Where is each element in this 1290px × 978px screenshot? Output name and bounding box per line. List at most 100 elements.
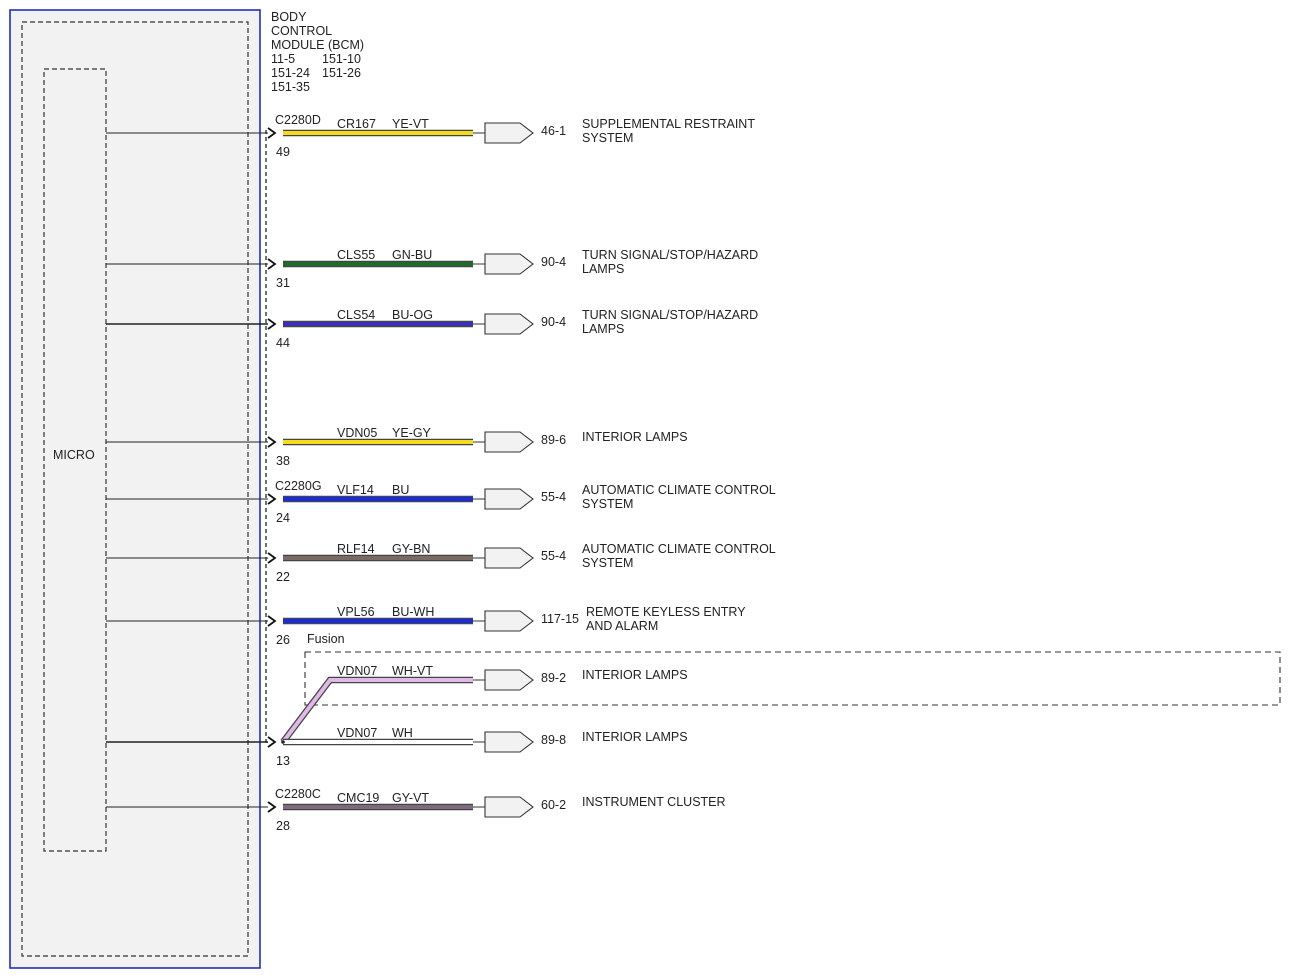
destination-arrow-shape[interactable] xyxy=(484,669,534,691)
circuit-code: CLS55 xyxy=(337,248,375,262)
micro-box[interactable] xyxy=(43,68,107,852)
pin-number: 13 xyxy=(276,754,290,768)
module-ref: 151-24 xyxy=(271,66,310,80)
destination-label: SYSTEM xyxy=(582,131,633,145)
destination-label: SYSTEM xyxy=(582,556,633,570)
wire-color-code: YE-GY xyxy=(392,426,432,440)
destination-ref: 46-1 xyxy=(541,124,566,138)
destination-ref: 89-8 xyxy=(541,733,566,747)
wire-band-outline xyxy=(280,676,473,744)
module-ref: 11-5 xyxy=(271,52,296,66)
destination-label: INTERIOR LAMPS xyxy=(582,730,688,744)
destination-arrow-shape[interactable] xyxy=(484,610,534,632)
circuit-rlf14-gy-bn[interactable]: 22 RLF14 GY-BN 55-4 AUTOMATIC CLIMATE CONTRO… xyxy=(106,542,776,584)
destination-arrow-shape[interactable] xyxy=(484,731,534,753)
option-dashed-box xyxy=(304,651,1281,706)
pin-number: 49 xyxy=(276,145,290,159)
circuit-code: VDN07 xyxy=(337,726,377,740)
destination-label: INTERIOR LAMPS xyxy=(582,668,688,682)
circuit-cls55-gn-bu[interactable]: 31 CLS55 GN-BU 90-4 TURN SIGNAL/STOP/HAZARDL… xyxy=(106,248,758,290)
wire-color-code: BU xyxy=(392,483,409,497)
connector-pin-chevron xyxy=(267,127,277,139)
circuit-code: VLF14 xyxy=(337,483,374,497)
destination-ref: 55-4 xyxy=(541,549,566,563)
module-title-line: CONTROL xyxy=(271,24,333,38)
wire-color-code: WH xyxy=(392,726,413,740)
connector-pin-chevron xyxy=(267,493,277,505)
destination-ref: 60-2 xyxy=(541,798,566,812)
destination-label: LAMPS xyxy=(582,322,624,336)
wire-color-code: WH-VT xyxy=(392,664,433,678)
module-ref: 151-35 xyxy=(271,80,310,94)
destination-arrow-shape[interactable] xyxy=(484,253,534,275)
circuit-code: VDN05 xyxy=(337,426,377,440)
destination-arrow-shape[interactable] xyxy=(484,547,534,569)
wire-color-code: GY-VT xyxy=(392,791,429,805)
pin-number: 31 xyxy=(276,276,290,290)
destination-arrow-shape[interactable] xyxy=(484,313,534,335)
circuit-code: VDN07 xyxy=(337,664,377,678)
destination-label: INSTRUMENT CLUSTER xyxy=(582,795,726,809)
circuit-code: VPL56 xyxy=(337,605,375,619)
destination-arrow-shape[interactable] xyxy=(484,796,534,818)
connector-pin-chevron xyxy=(267,318,277,330)
connector-pin-chevron xyxy=(267,436,277,448)
module-title-line: MODULE (BCM) xyxy=(271,38,365,52)
wire-color-code: YE-VT xyxy=(392,117,429,131)
destination-arrow-shape[interactable] xyxy=(484,431,534,453)
bcm-inner-dashed-box xyxy=(21,21,249,957)
destination-label: SUPPLEMENTAL RESTRAINT xyxy=(582,117,755,131)
destination-label: TURN SIGNAL/STOP/HAZARD xyxy=(582,308,758,322)
micro-label: MICRO xyxy=(53,448,95,462)
connector-pin-chevron xyxy=(267,615,277,627)
wire-color-code: BU-WH xyxy=(392,605,434,619)
destination-label: AND ALARM xyxy=(586,619,658,633)
destination-label: AUTOMATIC CLIMATE CONTROL xyxy=(582,483,776,497)
destination-label: LAMPS xyxy=(582,262,624,276)
pin-number: 26 xyxy=(276,633,290,647)
pin-number: 22 xyxy=(276,570,290,584)
wire-color-code: BU-OG xyxy=(392,308,433,322)
wire-color-code: GN-BU xyxy=(392,248,432,262)
module-title-line: BODY xyxy=(271,10,307,24)
wire-band xyxy=(281,678,473,744)
connector-id: C2280C xyxy=(275,787,321,801)
destination-ref: 117-15 xyxy=(541,612,579,626)
destination-label: REMOTE KEYLESS ENTRY xyxy=(586,605,746,619)
circuit-code: CR167 xyxy=(337,117,376,131)
destination-arrow-shape[interactable] xyxy=(484,488,534,510)
connector-pin-chevron xyxy=(267,736,277,748)
wire-color-code: GY-BN xyxy=(392,542,430,556)
connector-pin-chevron xyxy=(267,801,277,813)
module-ref: 151-10 xyxy=(322,52,361,66)
circuit-cr167-ye-vt[interactable]: C2280D 49 CR167 YE-VT 46-1 SUPPLEMENTAL RESTR… xyxy=(106,113,755,159)
option-label: Fusion xyxy=(307,632,345,646)
destination-ref: 89-6 xyxy=(541,433,566,447)
destination-ref: 90-4 xyxy=(541,315,566,329)
module-ref: 151-26 xyxy=(322,66,361,80)
connector-pin-chevron xyxy=(267,552,277,564)
circuit-vdn07-wh[interactable]: 13 VDN07 WH 89-8 INTERIOR LAMPS xyxy=(106,726,688,768)
connector-id: C2280D xyxy=(275,113,321,127)
destination-label: TURN SIGNAL/STOP/HAZARD xyxy=(582,248,758,262)
destination-ref: 89-2 xyxy=(541,671,566,685)
circuit-code: RLF14 xyxy=(337,542,375,556)
circuit-vpl56-bu-wh[interactable]: 26 VPL56 BU-WH 117-15 REMOTE KEYLESS ENTRYAN… xyxy=(106,605,746,647)
pin-number: 24 xyxy=(276,511,290,525)
destination-label: AUTOMATIC CLIMATE CONTROL xyxy=(582,542,776,556)
destination-label: SYSTEM xyxy=(582,497,633,511)
module-ref-row: 151-24 151-26 xyxy=(271,66,364,80)
pin-number: 28 xyxy=(276,819,290,833)
splice-point xyxy=(281,740,285,744)
destination-ref: 55-4 xyxy=(541,490,566,504)
circuit-code: CLS54 xyxy=(337,308,375,322)
destination-label: INTERIOR LAMPS xyxy=(582,430,688,444)
destination-ref: 90-4 xyxy=(541,255,566,269)
destination-arrow-shape[interactable] xyxy=(484,122,534,144)
